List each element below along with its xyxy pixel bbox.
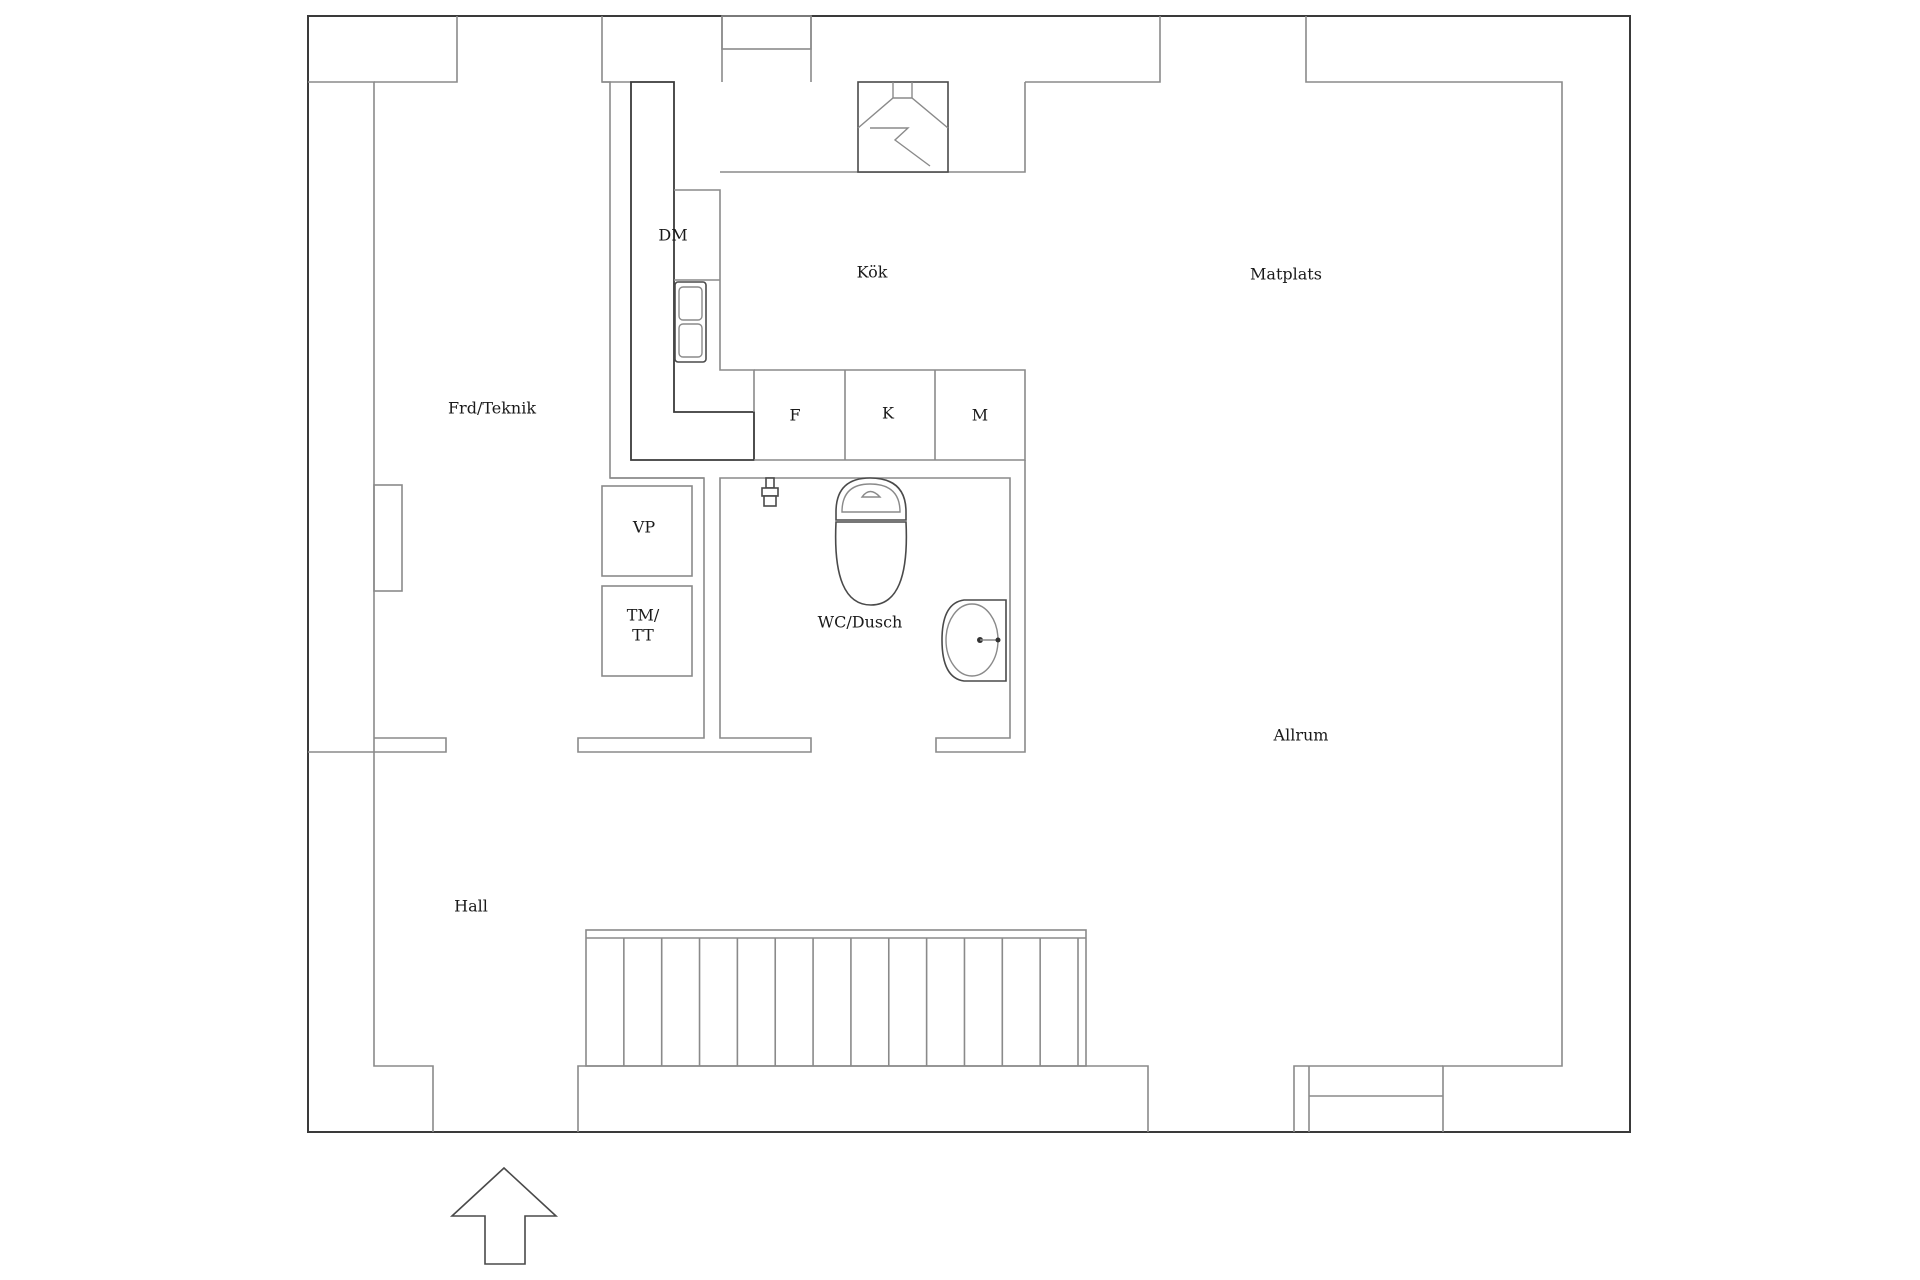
staircase <box>585 929 1087 1067</box>
interior-walls <box>374 460 1026 753</box>
appliance-label-dm: DM <box>658 226 687 245</box>
room-label-allrum: Allrum <box>1273 726 1329 745</box>
room-label-hall: Hall <box>454 897 488 916</box>
stove-hood-icon <box>857 81 949 173</box>
washbasin-icon <box>941 599 1007 682</box>
kitchen-counter <box>630 81 1026 461</box>
shower-head-icon <box>761 477 779 507</box>
appliance-label-m: M <box>972 406 988 425</box>
appliance-label-f: F <box>789 406 800 425</box>
entrance-arrow-icon <box>449 1166 559 1265</box>
room-label-kok: Kök <box>857 263 888 282</box>
tm-tt-unit <box>601 585 693 677</box>
appliance-label-tt: TT <box>632 626 654 645</box>
appliance-label-tm: TM/ <box>627 606 660 625</box>
laundry-units <box>601 485 693 677</box>
room-label-frd-teknik: Frd/Teknik <box>448 399 536 418</box>
room-label-wc-dusch: WC/Dusch <box>818 613 903 632</box>
exterior-walls <box>308 15 1563 1132</box>
appliance-label-k: K <box>882 404 895 423</box>
room-label-matplats: Matplats <box>1250 265 1322 284</box>
vp-unit <box>601 485 693 577</box>
appliance-label-vp: VP <box>632 518 656 537</box>
building-outline <box>307 15 1631 1133</box>
toilet-icon <box>834 477 908 606</box>
kitchen-sink-icon <box>674 281 707 363</box>
